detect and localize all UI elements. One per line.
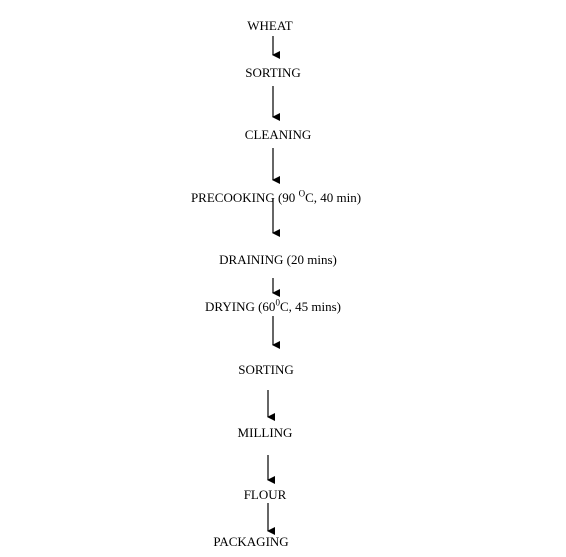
step-milling-text: MILLING bbox=[237, 425, 293, 440]
step-drying-after: C, 45 mins) bbox=[279, 299, 341, 314]
step-cleaning-text: CLEANING bbox=[244, 127, 312, 142]
step-sorting-2: SORTING bbox=[238, 362, 294, 378]
step-milling: MILLING bbox=[238, 425, 293, 441]
step-flour-text: FLOUR bbox=[243, 487, 287, 502]
step-drying: DRYING (600C, 45 mins) bbox=[205, 297, 341, 315]
step-precooking-after: C, 40 min) bbox=[305, 190, 362, 205]
step-flour: FLOUR bbox=[244, 487, 287, 503]
step-precooking: PRECOOKING (90 OC, 40 min) bbox=[190, 188, 362, 206]
step-drying-text: DRYING (60 bbox=[205, 299, 276, 314]
step-draining: DRAINING (20 mins) bbox=[219, 252, 337, 268]
step-sorting-1: SORTING bbox=[245, 65, 301, 81]
step-packaging: PACKAGING bbox=[213, 534, 288, 550]
step-cleaning: CLEANING bbox=[245, 127, 311, 143]
step-packaging-text: PACKAGING bbox=[213, 534, 289, 549]
step-wheat: WHEAT bbox=[247, 18, 293, 34]
step-precooking-text: PRECOOKING (90 bbox=[190, 190, 299, 205]
step-wheat-text: WHEAT bbox=[247, 18, 293, 33]
step-sorting-2-text: SORTING bbox=[238, 362, 294, 377]
step-drying-degree: 0 bbox=[275, 297, 280, 308]
step-draining-text: DRAINING (20 mins) bbox=[219, 252, 337, 267]
step-precooking-degree: O bbox=[298, 188, 306, 199]
step-sorting-1-text: SORTING bbox=[245, 65, 301, 80]
